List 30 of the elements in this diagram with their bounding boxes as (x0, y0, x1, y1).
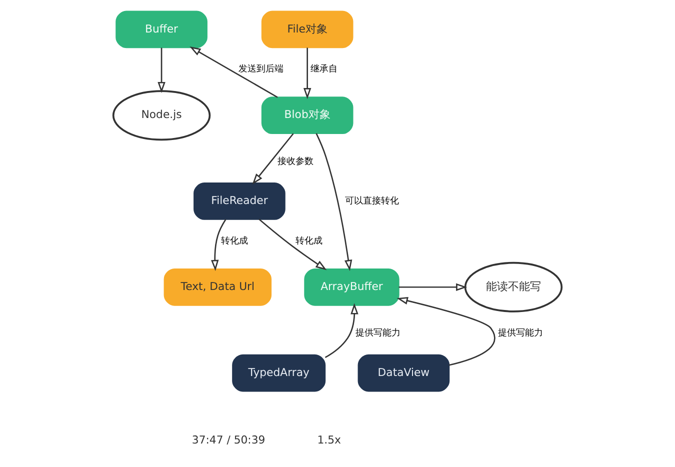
arrow (324, 303, 358, 358)
edge-label: 转化成 (296, 235, 323, 246)
arrow (211, 219, 226, 271)
edge-label: 转化成 (220, 235, 248, 246)
arrow (303, 48, 312, 100)
edge-label: 提供写能力 (356, 328, 401, 339)
arrow (158, 48, 166, 94)
label: 37:47 / 50:39 (192, 433, 266, 446)
arrow (398, 283, 468, 291)
arrow (252, 133, 294, 185)
node-box: Buffer (116, 10, 208, 48)
node-box: FileReader (194, 182, 286, 220)
edge-label: 接收参数 (278, 156, 314, 167)
node-box: Blob对象 (261, 96, 354, 134)
node-box: File对象 (261, 10, 354, 48)
edge-label: 提供写能力 (498, 328, 544, 339)
edge-label: 可以直接转化 (344, 196, 399, 207)
arrow (316, 133, 352, 271)
node-box: Text, Data Url (164, 268, 272, 306)
node-box: TypedArray (232, 354, 326, 392)
node-ellipse: Node.js (112, 90, 211, 141)
arrow (190, 46, 278, 98)
arrow (396, 296, 496, 366)
node-box: DataView (358, 354, 450, 392)
edge-label: 继承自 (310, 64, 338, 75)
edge-label: 发送到后端 (238, 64, 284, 75)
arrow (258, 218, 327, 270)
node-ellipse: 能读不能写 (464, 262, 563, 312)
node-box: ArrayBuffer (304, 268, 400, 306)
label: 1.5x (317, 433, 341, 446)
